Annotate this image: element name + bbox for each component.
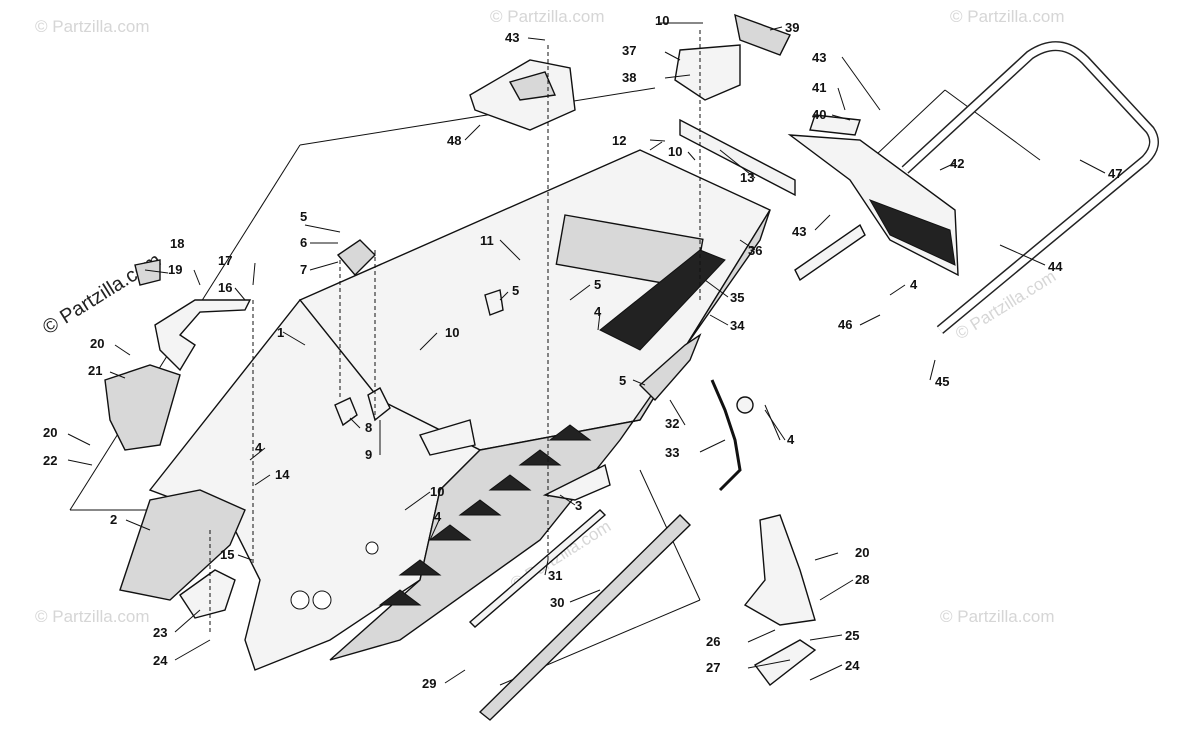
callout-24: 24 (153, 653, 168, 668)
callout-1: 1 (277, 325, 284, 340)
watermark: © Partzilla.com (950, 7, 1065, 26)
callout-43: 43 (812, 50, 826, 65)
chain-brace-end (736, 396, 754, 414)
callout-4: 4 (910, 277, 918, 292)
callout-9: 9 (365, 447, 372, 462)
cross-bars (468, 509, 691, 721)
callout-38: 38 (622, 70, 636, 85)
footrest-plate (743, 514, 817, 686)
front-mount-plate (179, 569, 236, 619)
callout-10: 10 (445, 325, 459, 340)
tunnel-hole (290, 590, 310, 610)
seat-cushion (469, 59, 576, 131)
side-bracket (638, 333, 702, 402)
callout-42: 42 (950, 156, 964, 171)
watermark: © Partzilla.com (490, 7, 605, 26)
watermark: © Partzilla.com (940, 607, 1055, 626)
assembly-dashed-lines (209, 30, 701, 635)
stirrup-bracket (104, 299, 252, 451)
callout-36: 36 (748, 243, 762, 258)
callout-30: 30 (550, 595, 564, 610)
callout-20: 20 (855, 545, 869, 560)
callout-25: 25 (845, 628, 859, 643)
callout-19: 19 (168, 262, 182, 277)
watermark: © Partzilla.com (35, 607, 150, 626)
callout-48: 48 (447, 133, 461, 148)
callout-33: 33 (665, 445, 679, 460)
callout-29: 29 (422, 676, 436, 691)
callout-5: 5 (300, 209, 307, 224)
callout-13: 13 (740, 170, 754, 185)
callout-labels: 1 2 3 4 4 4 4 4 5 5 5 5 6 7 8 9 10 10 10… (43, 13, 1122, 691)
tunnel-hole (365, 541, 379, 555)
callout-22: 22 (43, 453, 57, 468)
callout-34: 34 (730, 318, 745, 333)
callout-12: 12 (612, 133, 626, 148)
callout-4: 4 (434, 509, 442, 524)
callout-31: 31 (548, 568, 562, 583)
callout-4: 4 (594, 304, 602, 319)
tunnel-side-left (148, 298, 482, 671)
callout-47: 47 (1108, 166, 1122, 181)
callout-40: 40 (812, 107, 826, 122)
callout-16: 16 (218, 280, 232, 295)
callout-2: 2 (110, 512, 117, 527)
callout-26: 26 (706, 634, 720, 649)
tunnel-hole (312, 590, 332, 610)
rear-bumper-loop (901, 41, 1159, 334)
callout-17: 17 (218, 253, 232, 268)
callout-8: 8 (365, 420, 372, 435)
callout-20: 20 (90, 336, 104, 351)
callout-46: 46 (838, 317, 852, 332)
callout-5: 5 (512, 283, 519, 298)
callout-10: 10 (655, 13, 669, 28)
small-bracket (134, 259, 161, 286)
callout-28: 28 (855, 572, 869, 587)
rear-rail-bracket (679, 118, 796, 197)
callout-43: 43 (505, 30, 519, 45)
callout-24: 24 (845, 658, 860, 673)
callout-45: 45 (935, 374, 949, 389)
front-tunnel-bracket (119, 489, 246, 601)
callout-5: 5 (619, 373, 626, 388)
rear-flap-assembly (787, 114, 959, 282)
grab-handles (334, 239, 504, 427)
callout-14: 14 (275, 467, 290, 482)
rear-bumper-mount (419, 419, 476, 456)
tunnel-side-right (329, 209, 771, 661)
callout-23: 23 (153, 625, 167, 640)
callout-18: 18 (170, 236, 184, 251)
callout-4: 4 (255, 440, 263, 455)
callout-37: 37 (622, 43, 636, 58)
tunnel-plate (542, 463, 611, 501)
callout-20: 20 (43, 425, 57, 440)
callout-43: 43 (792, 224, 806, 239)
callout-6: 6 (300, 235, 307, 250)
callout-32: 32 (665, 416, 679, 431)
callout-39: 39 (785, 20, 799, 35)
heat-exchanger-fins (378, 424, 592, 606)
callout-7: 7 (300, 262, 307, 277)
callout-5: 5 (594, 277, 601, 292)
callout-15: 15 (220, 547, 234, 562)
watermark: © Partzilla.com (35, 17, 150, 36)
callout-35: 35 (730, 290, 744, 305)
callout-10: 10 (668, 144, 682, 159)
callout-4: 4 (787, 432, 795, 447)
callout-27: 27 (706, 660, 720, 675)
taillight-assembly (674, 13, 791, 101)
callout-11: 11 (480, 233, 494, 248)
callout-44: 44 (1048, 259, 1063, 274)
callout-10: 10 (430, 484, 444, 499)
leader-lines (67, 22, 1106, 684)
chain-brace (710, 379, 742, 492)
callout-41: 41 (812, 80, 826, 95)
callout-21: 21 (88, 363, 102, 378)
callout-3: 3 (575, 498, 582, 513)
tunnel-decal (599, 249, 726, 351)
